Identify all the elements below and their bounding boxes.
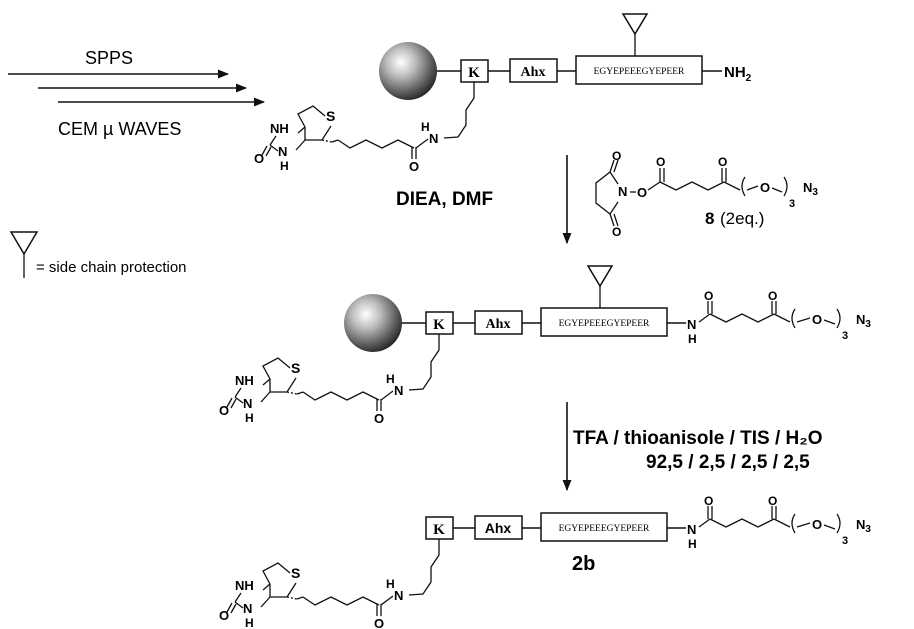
svg-text:H: H — [280, 159, 289, 173]
spps-label: SPPS — [85, 48, 133, 68]
svg-text:O: O — [612, 149, 621, 163]
svg-text:O: O — [704, 289, 713, 303]
lys-box-3: K — [433, 522, 445, 538]
svg-text:NH: NH — [235, 578, 254, 593]
svg-text:NH: NH — [270, 121, 289, 136]
svg-text:3: 3 — [842, 535, 848, 547]
svg-text:S: S — [291, 565, 300, 581]
legend-text: = side chain protection — [36, 259, 187, 276]
svg-text:O: O — [254, 151, 264, 166]
svg-text:N3: N3 — [856, 312, 871, 330]
svg-text:N: N — [243, 601, 252, 616]
svg-text:O: O — [612, 225, 621, 239]
svg-text:O: O — [760, 180, 770, 195]
svg-text:H: H — [688, 537, 697, 551]
svg-text:3: 3 — [842, 330, 848, 342]
ahx-box-3: Ahx — [485, 520, 512, 536]
peptide-box-1: EGYEPEEEGYEPEER — [594, 67, 685, 77]
svg-text:H: H — [245, 411, 254, 425]
carbonyl-o-1: O — [409, 159, 419, 174]
reagent-nhs-ester: O O N O O O O 3 N3 — [595, 149, 818, 239]
svg-text:N: N — [394, 383, 403, 398]
svg-text:O: O — [812, 517, 822, 532]
svg-text:S: S — [326, 108, 335, 124]
resin-bead-1 — [379, 42, 437, 100]
svg-text:O: O — [768, 289, 777, 303]
amide-h-1: H — [421, 120, 430, 134]
svg-text:3: 3 — [789, 198, 795, 210]
svg-text:O: O — [219, 608, 229, 623]
protection-group-1 — [621, 13, 649, 56]
svg-text:H: H — [688, 332, 697, 346]
svg-text:N3: N3 — [803, 180, 818, 198]
svg-text:S: S — [291, 360, 300, 376]
svg-text:H: H — [245, 616, 254, 629]
microwave-label: CEM µ WAVES — [58, 119, 181, 139]
step2-conditions-line1: TFA / thioanisole / TIS / H₂O — [573, 428, 822, 449]
svg-text:N: N — [278, 144, 287, 159]
svg-text:O: O — [704, 494, 713, 508]
biotin-ring-2: S NH N H O — [219, 357, 304, 425]
reagent-label: 8 — [705, 209, 714, 228]
svg-text:O: O — [768, 494, 777, 508]
svg-text:NH: NH — [235, 373, 254, 388]
svg-text:H: H — [386, 372, 395, 386]
svg-text:N: N — [618, 184, 627, 199]
azido-linker-3: N H O O O 3 N3 — [687, 494, 871, 551]
reagent-equiv: (2eq.) — [720, 209, 764, 228]
ahx-box-2: Ahx — [486, 317, 511, 332]
amide-n-1: N — [429, 131, 438, 146]
svg-text:N: N — [394, 588, 403, 603]
biotin-ring-1: S NH N H O — [254, 105, 339, 173]
svg-text:O: O — [374, 616, 384, 629]
azido-linker-2: N H O O O 3 N3 — [687, 289, 871, 346]
protection-legend-icon — [9, 231, 39, 278]
amine-terminus: NH2 — [724, 64, 752, 84]
peptide-box-2: EGYEPEEEGYEPEER — [559, 319, 650, 329]
protection-group-2 — [586, 265, 614, 308]
svg-text:O: O — [812, 312, 822, 327]
resin-bead-2 — [344, 294, 402, 352]
biotin-ring-3: S NH N H O — [219, 562, 304, 629]
lys-box-1: K — [468, 65, 480, 81]
product-label: 2b — [572, 553, 595, 575]
step2-conditions-line2: 92,5 / 2,5 / 2,5 / 2,5 — [646, 452, 810, 473]
svg-text:N: N — [687, 317, 696, 332]
svg-text:O: O — [656, 155, 665, 169]
svg-text:N: N — [687, 522, 696, 537]
lys-box-2: K — [433, 317, 445, 333]
svg-text:N: N — [243, 396, 252, 411]
svg-text:O: O — [637, 185, 647, 200]
spps-arrows — [8, 69, 266, 107]
svg-text:O: O — [374, 411, 384, 426]
peptide-box-3: EGYEPEEEGYEPEER — [559, 524, 650, 534]
svg-text:N3: N3 — [856, 517, 871, 535]
svg-text:O: O — [718, 155, 727, 169]
svg-text:H: H — [386, 577, 395, 591]
ahx-box-1: Ahx — [521, 65, 546, 80]
svg-text:O: O — [219, 403, 229, 418]
step1-conditions: DIEA, DMF — [396, 189, 493, 210]
